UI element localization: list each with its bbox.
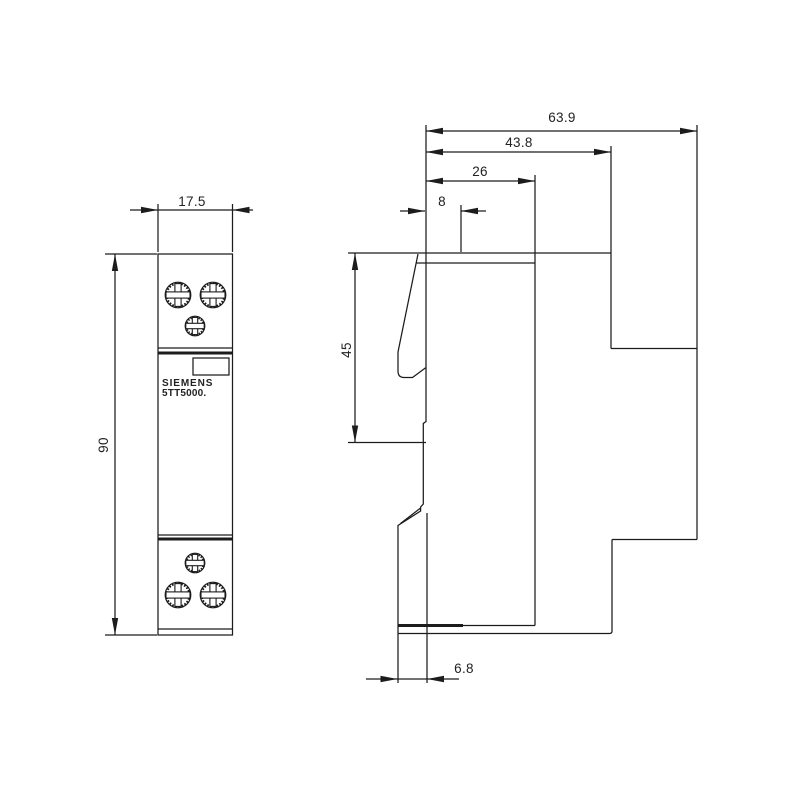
rail-claw-upper	[397, 352, 427, 379]
dim-top-offset-label: 8	[438, 194, 446, 209]
dim-arrow-icon	[594, 148, 611, 156]
bottom-edge	[398, 539, 613, 635]
dim-arrow-icon	[141, 206, 158, 214]
screw-terminal-icon	[198, 281, 228, 309]
dimension-depth-housing: 43.8	[426, 135, 611, 156]
dimension-depth-total: 63.9	[426, 110, 697, 135]
front-body-outline	[157, 253, 234, 636]
brand-label: SIEMENS	[162, 378, 213, 389]
dim-arrow-icon	[518, 177, 535, 185]
dim-arrow-icon	[426, 127, 443, 135]
front-view: SIEMENS 5TT5000. 17.5 90	[96, 194, 253, 636]
dimension-depth-front: 26	[426, 164, 535, 185]
dim-arrow-icon	[232, 206, 250, 214]
dimension-front-width: 17.5	[130, 194, 253, 252]
dim-front-height-label: 90	[96, 437, 111, 453]
dim-arrow-icon	[426, 148, 443, 156]
dim-arrow-icon	[427, 675, 444, 683]
dim-arrow-icon	[408, 207, 425, 215]
dim-arrow-icon	[380, 675, 398, 683]
screw-terminal-icon	[184, 552, 206, 574]
dim-depth-housing-label: 43.8	[505, 135, 532, 150]
dim-arrow-icon	[111, 618, 119, 635]
dim-bottom-offset-label: 6.8	[454, 661, 474, 676]
rail-claw-lower	[400, 507, 421, 524]
rail-claw-upper	[397, 253, 419, 353]
dimension-top-offset: 8	[400, 194, 486, 215]
dim-arrow-icon	[680, 127, 697, 135]
dimension-rail-height: 45	[339, 253, 426, 444]
dim-front-width-label: 17.5	[178, 194, 205, 209]
side-body-outline	[348, 125, 698, 683]
dim-depth-front-label: 26	[472, 164, 488, 179]
dimension-bottom-offset: 6.8	[366, 661, 474, 683]
screw-terminal-icon	[163, 581, 193, 609]
dim-arrow-icon	[461, 207, 478, 215]
dim-arrow-icon	[426, 177, 443, 185]
side-view: 63.9 43.8 26 8	[339, 110, 698, 683]
dim-arrow-icon	[351, 425, 359, 443]
dim-rail-height-label: 45	[339, 342, 354, 358]
front-body-section-lines	[158, 347, 233, 630]
screw-terminal-icon	[163, 281, 193, 309]
model-label: 5TT5000.	[162, 388, 206, 399]
dim-arrow-icon	[351, 253, 359, 270]
dim-arrow-icon	[111, 254, 119, 271]
screw-terminal-icon	[184, 315, 206, 337]
dimension-front-height: 90	[96, 253, 157, 636]
screw-terminal-icon	[198, 581, 228, 609]
label-window	[192, 357, 230, 376]
dim-depth-total-label: 63.9	[548, 110, 575, 125]
